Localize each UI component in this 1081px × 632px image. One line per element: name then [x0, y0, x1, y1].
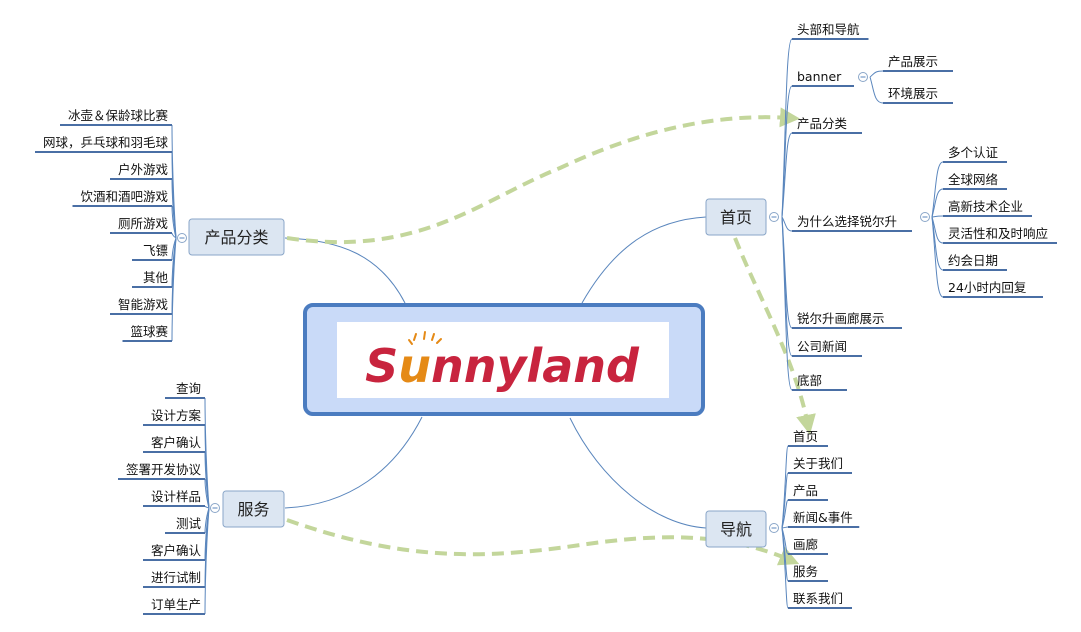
why-reason-item-label: 约会日期 — [948, 253, 998, 268]
product-category-item-label: 网球，乒乓球和羽毛球 — [43, 135, 169, 150]
nav-item-item-label: 服务 — [793, 564, 818, 579]
service-step-item-label: 设计样品 — [151, 489, 201, 504]
branch-box-home-label: 首页 — [720, 208, 752, 227]
product-category-item-label: 户外游戏 — [118, 162, 168, 177]
home-section-item-label: 锐尔升画廊展示 — [797, 311, 885, 326]
branch-box-product[interactable]: 产品分类 — [188, 218, 285, 256]
home-section-item-label: 产品分类 — [797, 116, 848, 131]
nav-item-item[interactable]: 联系我们 — [781, 527, 852, 609]
why-reason-item[interactable]: 高新技术企业 — [931, 199, 1032, 218]
home-section-item[interactable]: 公司新闻 — [781, 216, 862, 357]
service-step-item-label: 进行试制 — [151, 570, 201, 585]
why-reason-item[interactable]: 多个认证 — [931, 145, 1007, 218]
home-section-item[interactable]: 底部 — [781, 216, 847, 391]
connector-service — [284, 416, 423, 509]
banner-child-item-label: 环境展示 — [888, 86, 938, 101]
nav-item-item-label: 新闻&事件 — [793, 510, 853, 525]
nav-item-item[interactable]: 关于我们 — [781, 456, 852, 529]
service-step-item[interactable]: 订单生产 — [143, 507, 210, 615]
why-reason-item-label: 24小时内回复 — [948, 280, 1027, 295]
home-section-item-label: 底部 — [797, 373, 822, 388]
nav-item-item-label: 首页 — [793, 429, 818, 444]
product-category-item[interactable]: 篮球赛 — [122, 237, 177, 342]
branch-box-home[interactable]: 首页 — [705, 198, 767, 236]
why-reason-item-label: 多个认证 — [948, 145, 999, 160]
product-category-item-label: 其他 — [143, 270, 169, 285]
service-step-item-label: 客户确认 — [151, 543, 202, 558]
branch-box-nav-label: 导航 — [720, 520, 752, 539]
product-category-item-label: 飞镖 — [143, 243, 168, 258]
service-step-item-label: 签署开发协议 — [126, 462, 202, 477]
banner-child-item[interactable]: 产品展示 — [869, 54, 953, 78]
product-category-item[interactable]: 饮酒和酒吧游戏 — [72, 189, 177, 239]
why-reason-item[interactable]: 灵活性和及时响应 — [931, 216, 1057, 244]
product-category-item-label: 冰壶＆保龄球比赛 — [68, 108, 169, 123]
nav-item-item[interactable]: 画廊 — [781, 527, 828, 555]
banner-child-item-label: 产品展示 — [888, 54, 938, 69]
home-section-item[interactable]: 产品分类 — [781, 116, 862, 218]
product-category-item-label: 智能游戏 — [118, 297, 168, 312]
connector-nav — [569, 417, 707, 529]
arrow-home-to-nav — [733, 237, 816, 435]
central-node: Sunnyland — [303, 303, 705, 416]
branch-box-product-label: 产品分类 — [204, 228, 268, 247]
service-step-item[interactable]: 设计样品 — [143, 489, 210, 509]
nav-item-item-label: 联系我们 — [793, 591, 843, 606]
product-category-item[interactable]: 飞镖 — [132, 237, 177, 261]
nav-item-item[interactable]: 新闻&事件 — [781, 510, 860, 529]
home-section-item-label: 公司新闻 — [797, 339, 847, 354]
main-connectors — [284, 216, 707, 529]
branch-product-categories: 冰壶＆保龄球比赛网球，乒乓球和羽毛球户外游戏饮酒和酒吧游戏厕所游戏飞镖其他智能游… — [35, 108, 285, 342]
why-reason-item-label: 灵活性和及时响应 — [948, 226, 1048, 241]
arrow-product-to-category — [286, 107, 800, 244]
product-category-item-label: 厕所游戏 — [118, 216, 168, 231]
home-section-item-label: 头部和导航 — [797, 22, 860, 37]
service-step-item-label: 查询 — [176, 381, 201, 396]
product-category-item[interactable]: 厕所游戏 — [110, 216, 177, 239]
home-section-item-label: banner — [797, 69, 842, 84]
connector-home — [581, 216, 707, 304]
product-category-item-label: 饮酒和酒吧游戏 — [80, 189, 168, 204]
service-step-item-label: 订单生产 — [151, 597, 201, 612]
logo-text: Sunnyland — [365, 339, 640, 393]
connector-product — [284, 237, 406, 304]
why-reason-item[interactable]: 24小时内回复 — [931, 216, 1043, 298]
product-category-item[interactable]: 其他 — [132, 237, 177, 288]
home-section-item-label: 为什么选择锐尔升 — [797, 214, 897, 229]
logo-sun-rays-icon — [408, 331, 442, 345]
arrow-service-to-nav — [286, 518, 800, 566]
service-step-item[interactable]: 签署开发协议 — [118, 462, 210, 509]
banner-child-item[interactable]: 环境展示 — [869, 76, 953, 104]
branch-box-service[interactable]: 服务 — [222, 490, 285, 528]
why-reason-item-label: 高新技术企业 — [948, 199, 1023, 214]
why-reason-item-label: 全球网络 — [948, 172, 999, 187]
relationship-arrows — [286, 107, 816, 566]
nav-item-item[interactable]: 产品 — [781, 483, 828, 529]
product-category-item[interactable]: 户外游戏 — [110, 162, 177, 239]
home-section-item[interactable]: 锐尔升画廊展示 — [781, 216, 902, 329]
service-step-item-label: 测试 — [176, 516, 202, 531]
why-reason-item[interactable]: 全球网络 — [931, 172, 1007, 218]
service-step-item[interactable]: 设计方案 — [143, 408, 210, 509]
nav-item-item-label: 产品 — [793, 483, 818, 498]
nav-item-item-label: 关于我们 — [793, 456, 843, 471]
nav-item-item-label: 画廊 — [793, 537, 818, 552]
branch-box-nav[interactable]: 导航 — [705, 510, 767, 548]
service-step-item[interactable]: 客户确认 — [143, 435, 210, 509]
service-step-item-label: 客户确认 — [151, 435, 202, 450]
home-section-item[interactable]: 为什么选择锐尔升 — [781, 214, 912, 232]
service-step-item-label: 设计方案 — [151, 408, 202, 423]
branch-box-service-label: 服务 — [237, 500, 269, 519]
service-step-item[interactable]: 测试 — [165, 507, 210, 534]
product-category-item-label: 篮球赛 — [130, 324, 168, 339]
home-section-item[interactable]: banner — [781, 69, 854, 218]
